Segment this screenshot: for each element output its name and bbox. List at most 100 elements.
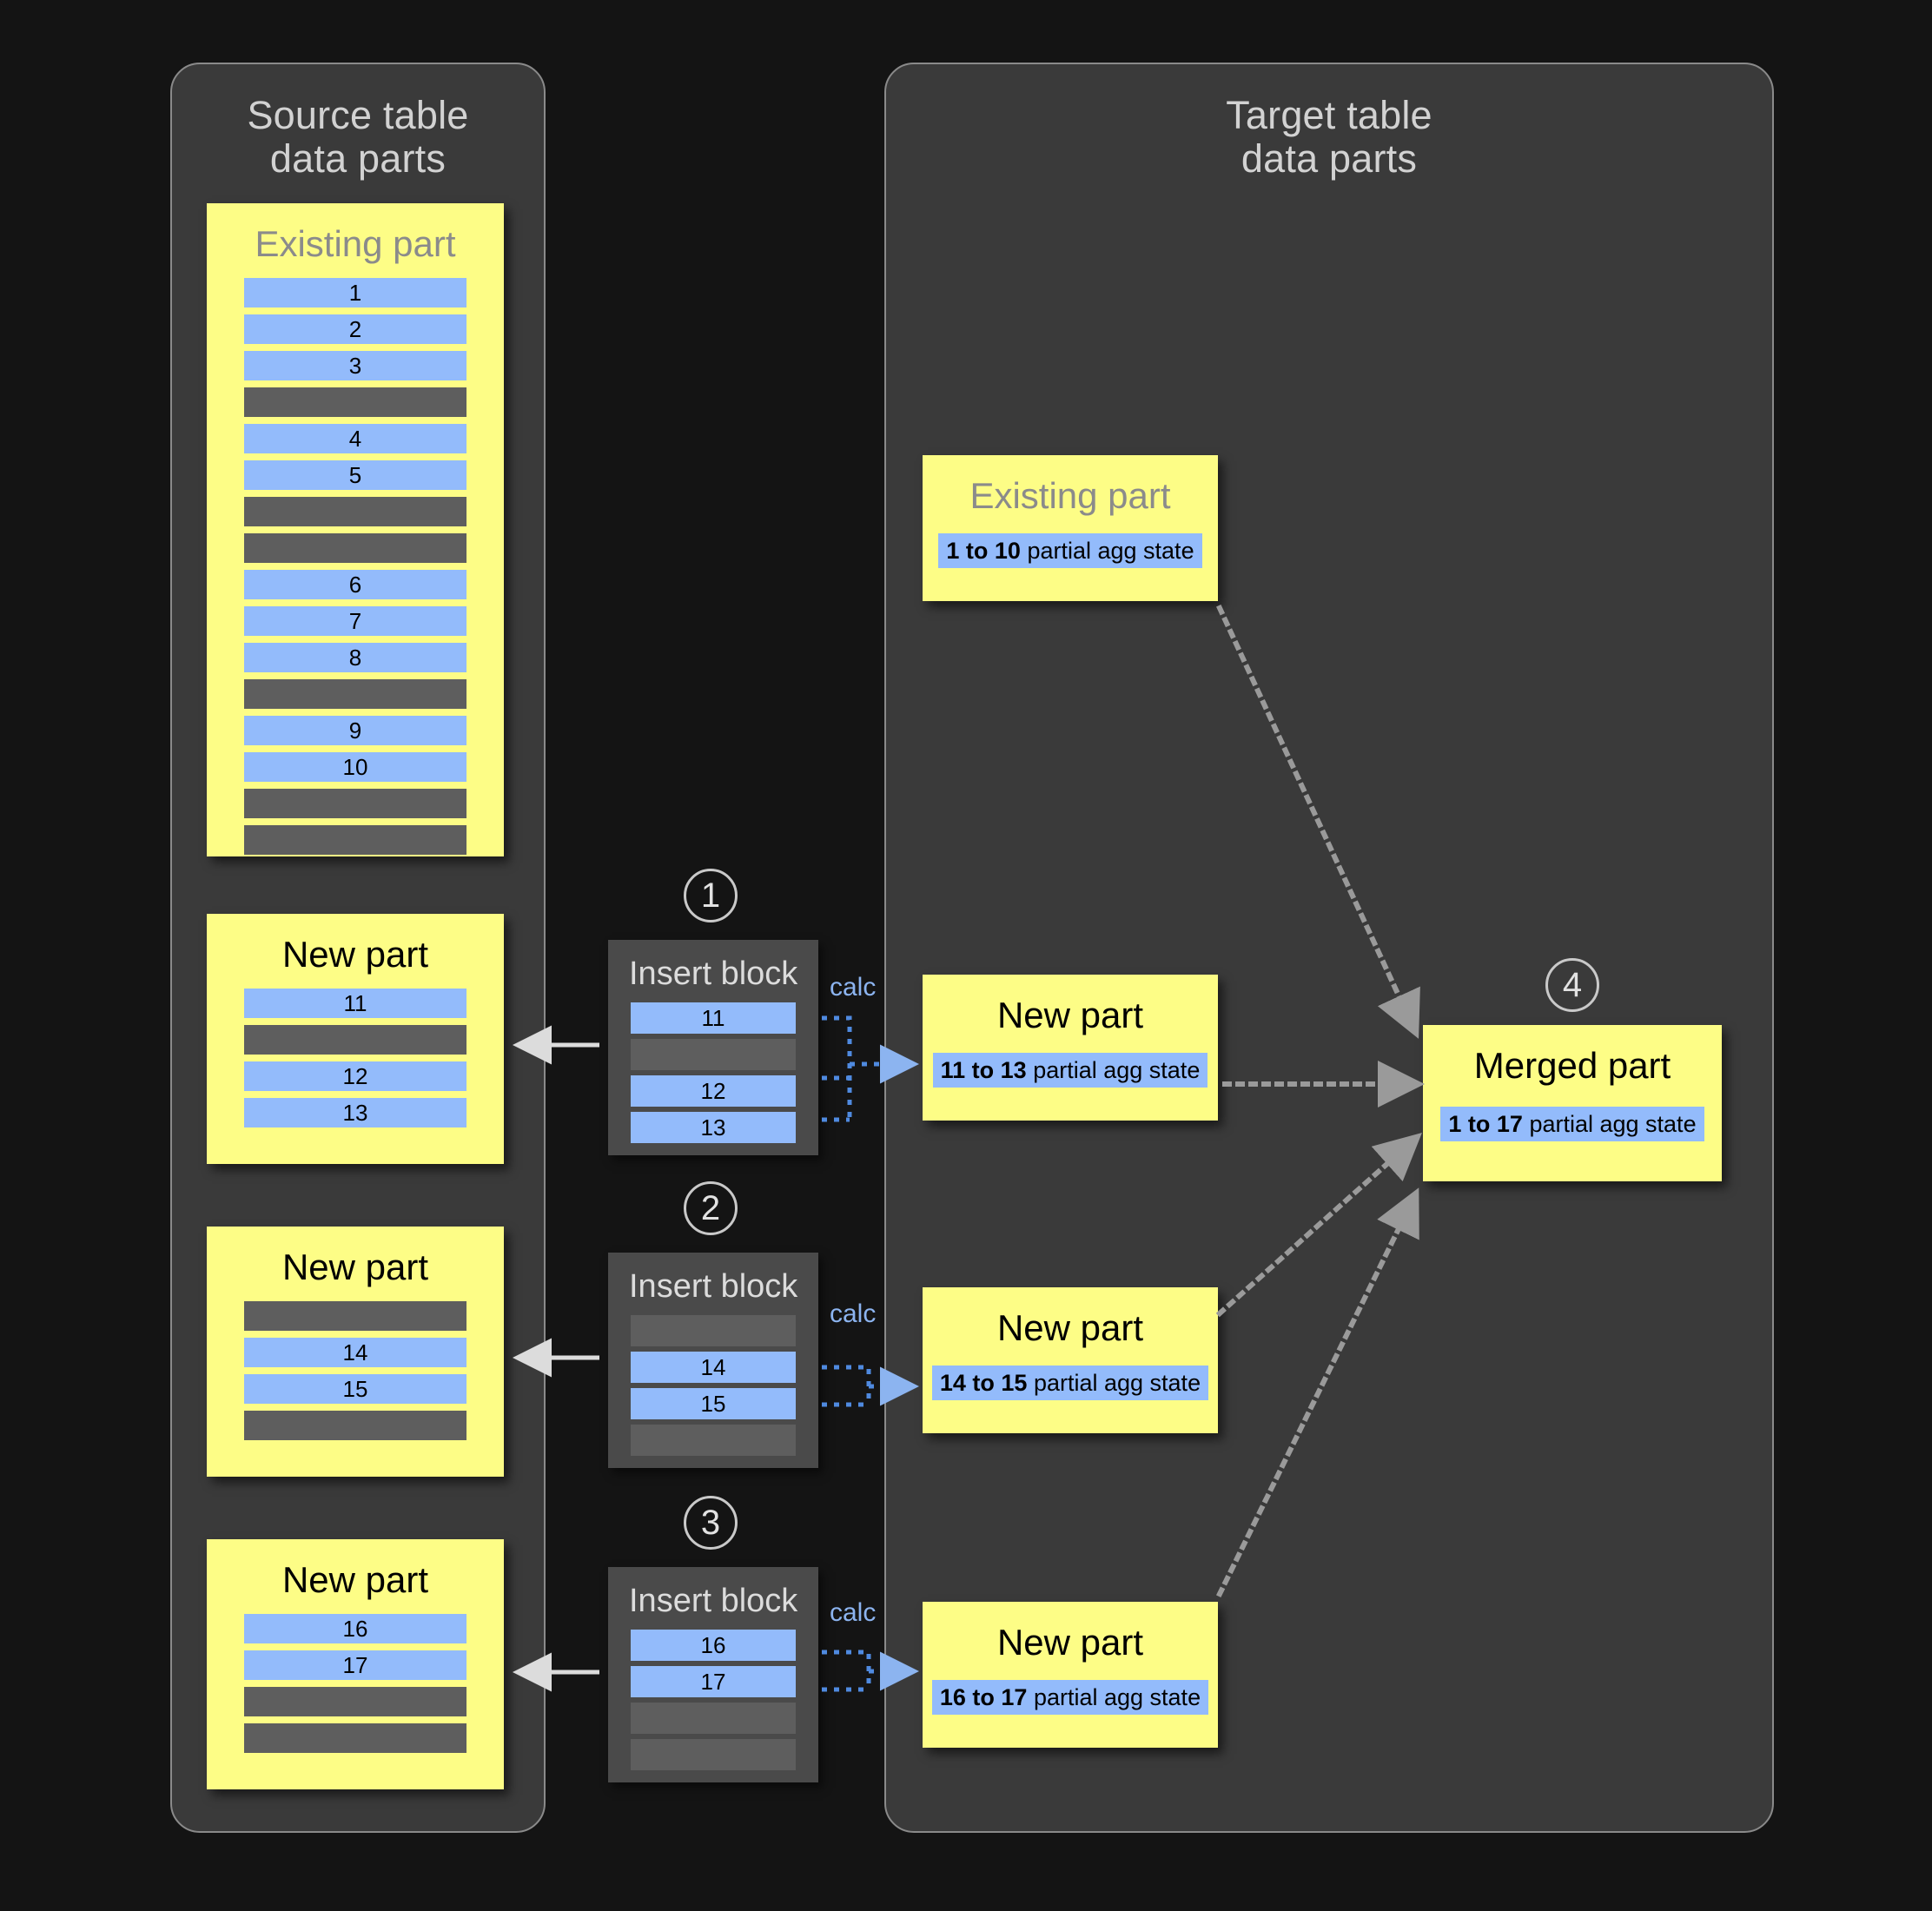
insert-block-3: Insert block 16 17	[608, 1567, 818, 1782]
target-new-part-3-title: New part	[996, 1622, 1144, 1663]
part-row-empty	[244, 1025, 466, 1055]
source-new-part-1: New part 11 12 13	[207, 914, 504, 1164]
part-row-value: 9	[244, 716, 466, 745]
step-circle-1: 1	[684, 869, 738, 922]
merged-part-agg-chip: 1 to 17 partial agg state	[1440, 1107, 1704, 1141]
part-row-value: 13	[244, 1098, 466, 1127]
source-new-part-2-title: New part	[281, 1246, 429, 1287]
part-row-value: 8	[244, 643, 466, 672]
target-new-part-3-range: 16 to 17	[939, 1684, 1028, 1710]
insert-row-value: 13	[631, 1112, 796, 1143]
source-existing-part-title: Existing part	[255, 223, 456, 264]
step-circle-3: 3	[684, 1496, 738, 1550]
target-panel-title: Target table data parts	[1226, 93, 1432, 182]
part-row-empty	[244, 825, 466, 855]
part-row-empty	[244, 1301, 466, 1331]
insert-row-value: 17	[631, 1666, 796, 1697]
source-existing-part-rows: 1 2 3 4 5 6 7 8 9 10	[207, 269, 504, 855]
target-new-part-3: New part 16 to 17 partial agg state	[923, 1602, 1218, 1748]
target-new-part-2-agg-chip: 14 to 15 partial agg state	[931, 1365, 1209, 1400]
insert-row-empty	[631, 1739, 796, 1770]
insert-block-2-title: Insert block	[629, 1268, 798, 1305]
insert-block-2: Insert block 14 15	[608, 1253, 818, 1468]
insert-row-value: 15	[631, 1388, 796, 1419]
part-row-value: 4	[244, 424, 466, 453]
part-row-value: 3	[244, 351, 466, 380]
target-new-part-1-agg-wrap: 11 to 13 partial agg state	[923, 1053, 1218, 1088]
part-row-value: 1	[244, 278, 466, 307]
merged-part-title: Merged part	[1473, 1045, 1671, 1086]
target-existing-part-agg-wrap: 1 to 10 partial agg state	[923, 533, 1218, 568]
part-row-empty	[244, 1723, 466, 1753]
insert-row-value: 14	[631, 1352, 796, 1383]
insert-block-1: Insert block 11 12 13	[608, 940, 818, 1155]
target-table-panel: Target table data parts	[884, 63, 1774, 1833]
insert-row-empty	[631, 1039, 796, 1070]
part-row-empty	[244, 533, 466, 563]
part-row-value: 10	[244, 752, 466, 782]
target-new-part-3-agg-wrap: 16 to 17 partial agg state	[923, 1680, 1218, 1715]
target-new-part-1-agg-suffix: partial agg state	[1026, 1057, 1201, 1083]
calc-label-3: calc	[830, 1598, 877, 1627]
part-row-value: 5	[244, 460, 466, 490]
part-row-value: 2	[244, 314, 466, 344]
target-new-part-1-agg-chip: 11 to 13 partial agg state	[932, 1053, 1208, 1088]
part-row-empty	[244, 789, 466, 818]
source-existing-part: Existing part 1 2 3 4 5 6 7 8 9 10	[207, 203, 504, 856]
insert-block-1-rows: 11 12 13	[608, 1002, 818, 1167]
part-row-value: 17	[244, 1650, 466, 1680]
target-new-part-3-agg-chip: 16 to 17 partial agg state	[931, 1680, 1209, 1715]
part-row-value: 12	[244, 1061, 466, 1091]
source-new-part-1-rows: 11 12 13	[207, 980, 504, 1127]
source-new-part-1-title: New part	[281, 934, 429, 975]
part-row-value: 6	[244, 570, 466, 599]
part-row-empty	[244, 387, 466, 417]
part-row-empty	[244, 1411, 466, 1440]
part-row-value: 11	[244, 989, 466, 1018]
part-row-empty	[244, 1687, 466, 1716]
insert-block-1-title: Insert block	[629, 956, 798, 992]
part-row-value: 7	[244, 606, 466, 636]
insert-row-empty	[631, 1315, 796, 1346]
calc-label-2: calc	[830, 1299, 877, 1328]
part-row-value: 14	[244, 1338, 466, 1367]
target-new-part-3-agg-suffix: partial agg state	[1027, 1684, 1201, 1710]
target-existing-part: Existing part 1 to 10 partial agg state	[923, 455, 1218, 601]
target-new-part-1: New part 11 to 13 partial agg state	[923, 975, 1218, 1121]
target-new-part-1-range: 11 to 13	[940, 1057, 1027, 1083]
insert-row-empty	[631, 1425, 796, 1456]
insert-row-value: 12	[631, 1075, 796, 1107]
merged-part-agg-suffix: partial agg state	[1522, 1111, 1697, 1137]
insert-row-empty	[631, 1703, 796, 1734]
part-row-empty	[244, 497, 466, 526]
source-new-part-3-title: New part	[281, 1559, 429, 1600]
target-existing-part-agg-suffix: partial agg state	[1020, 538, 1194, 564]
part-row-empty	[244, 679, 466, 709]
insert-row-value: 11	[631, 1002, 796, 1034]
target-existing-part-agg-chip: 1 to 10 partial agg state	[938, 533, 1202, 568]
target-existing-part-range: 1 to 10	[946, 538, 1021, 564]
merged-part: Merged part 1 to 17 partial agg state	[1423, 1025, 1722, 1181]
part-row-value: 16	[244, 1614, 466, 1643]
insert-row-value: 16	[631, 1630, 796, 1661]
insert-block-3-title: Insert block	[629, 1583, 798, 1619]
source-panel-title: Source table data parts	[247, 93, 469, 182]
target-new-part-2-agg-suffix: partial agg state	[1027, 1370, 1201, 1396]
step-circle-4: 4	[1545, 958, 1599, 1012]
merged-part-range: 1 to 17	[1448, 1111, 1523, 1137]
calc-label-1: calc	[830, 973, 877, 1002]
target-new-part-2: New part 14 to 15 partial agg state	[923, 1287, 1218, 1433]
target-existing-part-title: Existing part	[969, 475, 1171, 516]
merged-part-agg-wrap: 1 to 17 partial agg state	[1423, 1107, 1722, 1141]
target-new-part-2-range: 14 to 15	[939, 1370, 1028, 1396]
target-new-part-2-title: New part	[996, 1307, 1144, 1348]
step-circle-2: 2	[684, 1181, 738, 1235]
target-new-part-1-title: New part	[996, 995, 1144, 1035]
